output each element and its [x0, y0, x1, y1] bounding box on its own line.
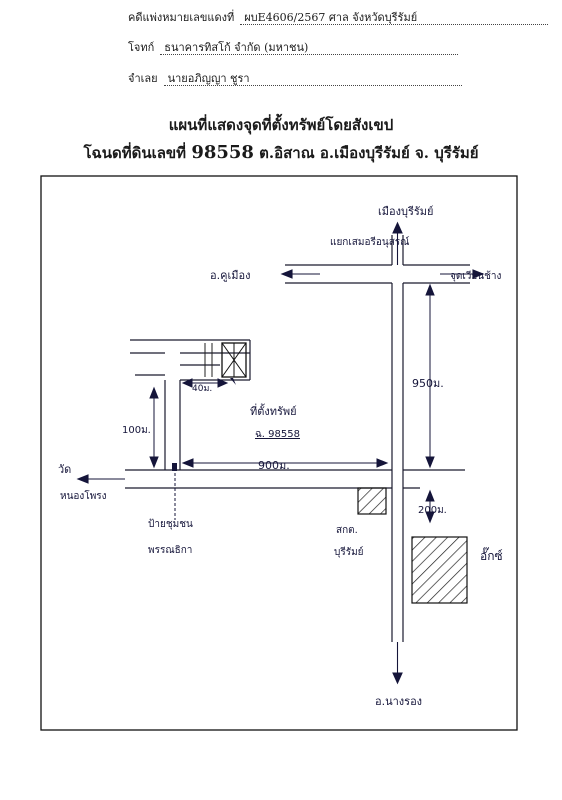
case-number-value: ผบE4606/2567 ศาล จังหวัดบุรีรัมย์: [240, 11, 549, 25]
bus-stop-label-2: พรรณธิกา: [148, 545, 192, 556]
dist-horizontal-label: 900ม.: [258, 459, 290, 472]
south-dest-label: อ.นางรอง: [375, 695, 422, 708]
court-name: ศาล จังหวัดบุรีรัมย์: [328, 11, 418, 24]
east-dest-label: จุดเวียนช้าง: [450, 270, 501, 282]
side-lane: [164, 380, 181, 470]
intersection-label-1: แยกเสมอรีอนุสรณ์: [330, 236, 409, 248]
bus-stop-marker: [172, 463, 177, 471]
case-number: ผบE4606/2567: [244, 11, 326, 24]
plaintiff-label: โจทก์: [128, 41, 155, 54]
office-label-1: สกต.: [336, 525, 358, 536]
main-road: [391, 283, 404, 642]
map-frame: [40, 175, 518, 731]
west-dest-label: อ.คูเมือง: [210, 269, 250, 282]
deed-title-prefix: โฉนดที่ดินเลขที่: [83, 144, 187, 162]
deed-title: โฉนดที่ดินเลขที่ 98558 ต.อิสาณ อ.เมืองบุ…: [0, 141, 562, 165]
defendant-label: จำเลย: [128, 72, 158, 85]
map-title: แผนที่แสดงจุดที่ตั้งทรัพย์โดยสังเขป: [168, 116, 394, 134]
plaintiff-name: ธนาคารทิสโก้ จำกัด (มหาชน): [160, 41, 459, 55]
plaintiff-line: โจทก์ ธนาคารทิสโก้ จำกัด (มหาชน): [128, 38, 459, 56]
south-road: [125, 469, 465, 489]
makro-building: [411, 536, 468, 604]
case-number-label: คดีแพ่งหมายเลขแดงที่: [128, 11, 235, 24]
cross-road: [285, 264, 470, 284]
defendant-line: จำเลย นายอภิญญา ชูรา: [128, 69, 462, 87]
dist-lane-up-label: 100ม.: [122, 425, 151, 436]
dist-main-label: 950ม.: [412, 377, 444, 390]
west-arrow: [280, 269, 293, 279]
dist-lane-short-label: 40ม.: [192, 384, 212, 394]
office-label-2: บุรีรัมย์: [334, 546, 364, 558]
south-arrow: [392, 672, 403, 685]
location-map: เมืองบุรีรัมย์ แยกเสมอรีอนุสรณ์ อ.คูเมือ…: [40, 175, 518, 731]
property-deed-label: ฉ. 98558: [255, 429, 300, 440]
north-dest-label: เมืองบุรีรัมย์: [378, 205, 433, 218]
property-label: ที่ตั้งทรัพย์: [250, 403, 297, 418]
lane-edge: [135, 364, 220, 376]
bus-stop-label-1: ป้ายชุมชน: [148, 518, 193, 530]
north-arrow: [392, 221, 403, 234]
agri-office-building: [357, 487, 387, 515]
upper-lane: [130, 339, 251, 381]
temple-label-1: วัด: [58, 463, 71, 476]
north-road: [391, 235, 404, 265]
temple-arrow: [76, 474, 89, 484]
makro-label: อั๊กซ์: [480, 547, 503, 563]
east-arrow: [472, 269, 485, 279]
temple-label-2: หนองโพรง: [60, 489, 107, 502]
deed-number: 98558: [191, 142, 254, 163]
defendant-name: นายอภิญญา ชูรา: [163, 72, 462, 86]
deed-title-location: ต.อิสาณ อ.เมืองบุรีรัมย์ จ. บุรีรัมย์: [259, 144, 479, 162]
dist-makro-label: 200ม.: [418, 505, 447, 516]
case-number-line: คดีแพ่งหมายเลขแดงที่ ผบE4606/2567 ศาล จัง…: [128, 8, 549, 26]
